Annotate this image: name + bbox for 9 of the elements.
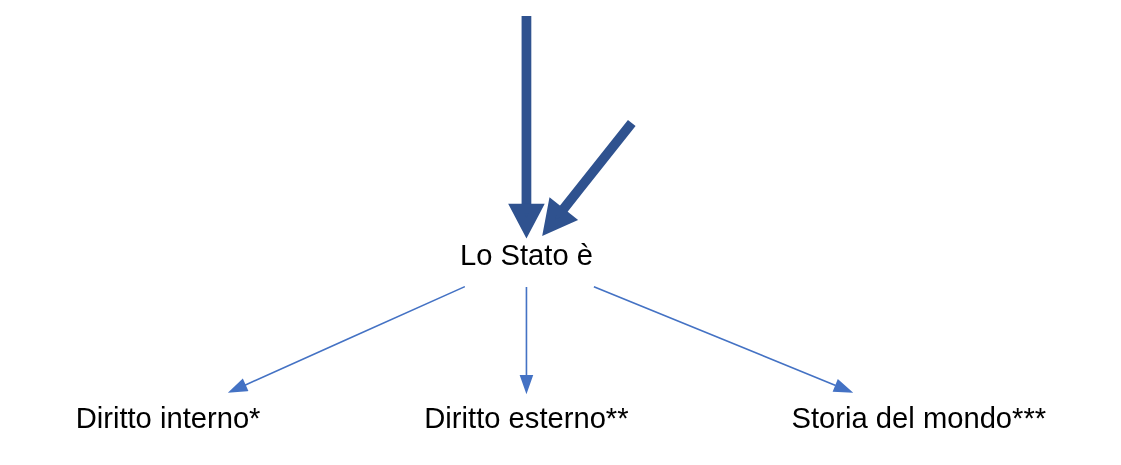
node-text: Diritto interno*	[75, 402, 261, 435]
node-text: Storia del mondo***	[791, 402, 1047, 435]
node-text: Lo Stato è	[459, 238, 593, 271]
arrow	[508, 15, 545, 239]
arrow	[542, 119, 636, 236]
node-text: Diritto esterno**	[424, 402, 629, 435]
arrow	[227, 285, 466, 393]
arrow	[519, 286, 534, 395]
arrow	[593, 285, 854, 393]
